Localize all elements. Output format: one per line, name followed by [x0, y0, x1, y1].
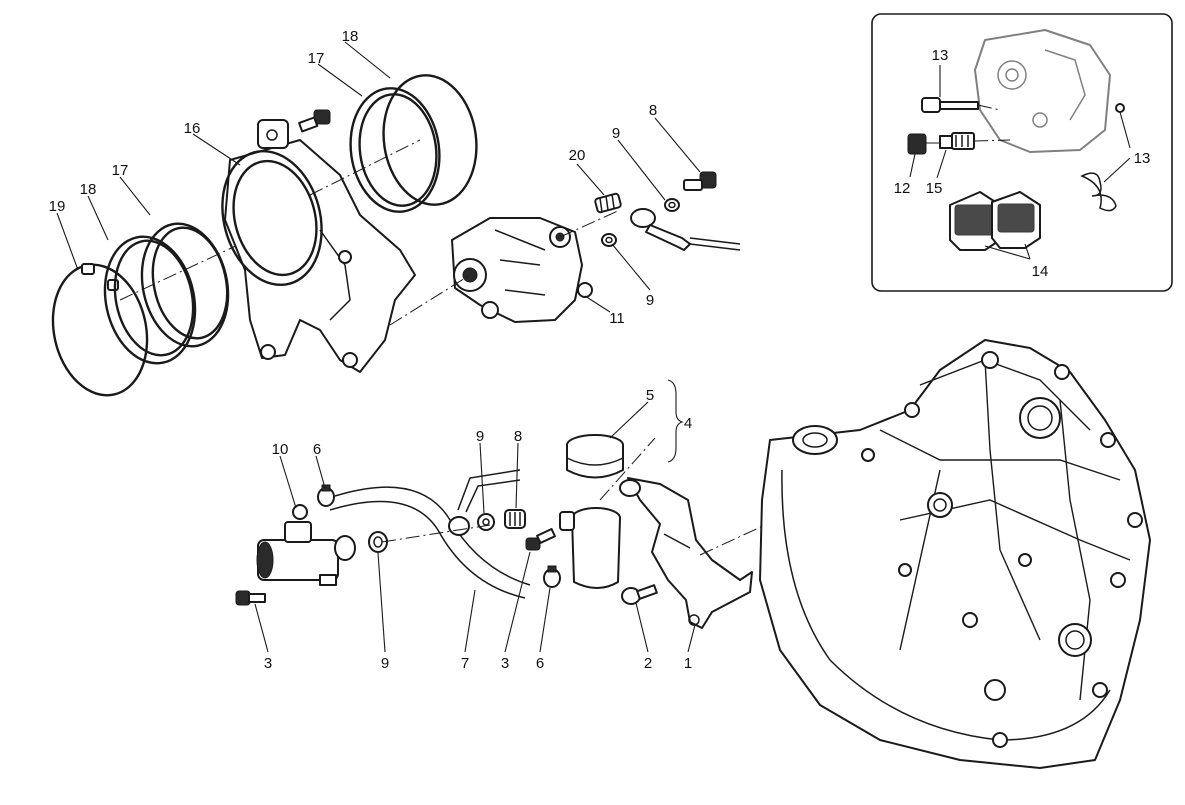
- callout-10: 10: [272, 441, 289, 458]
- callout-9-lower: 9: [476, 428, 484, 445]
- callout-12: 12: [894, 180, 911, 197]
- bolt-3-left: [235, 590, 266, 606]
- fitting-20: [594, 192, 622, 214]
- washer-9-lower-mid: [477, 513, 495, 531]
- inset-spring-clip: [1080, 172, 1117, 212]
- inset-clip-right: [1115, 103, 1125, 113]
- callout-6-bottom: 6: [536, 655, 544, 672]
- callout-9-top: 9: [612, 125, 620, 142]
- callout-13-top: 13: [932, 47, 949, 64]
- washer-9-lower: [601, 233, 617, 247]
- callout-3-left: 3: [264, 655, 272, 672]
- master-cylinder: [256, 504, 356, 586]
- inset-pads-14: [949, 191, 1041, 251]
- callout-7: 7: [461, 655, 469, 672]
- callout-9-mid: 9: [646, 292, 654, 309]
- inset-caliper-outline: [974, 29, 1111, 153]
- housing-16: [221, 119, 416, 373]
- seal-17-top: [349, 87, 441, 213]
- callout-18-left: 18: [80, 181, 97, 198]
- callout-18-top: 18: [342, 28, 359, 45]
- callout-19: 19: [49, 198, 66, 215]
- bracket-1: [619, 477, 753, 629]
- bolt-8-upper: [683, 171, 717, 191]
- bolt-8-lower: [504, 509, 526, 529]
- callout-8-top: 8: [649, 102, 657, 119]
- callout-17-left: 17: [112, 162, 129, 179]
- callout-6-top: 6: [313, 441, 321, 458]
- callout-9-bottom: 9: [381, 655, 389, 672]
- callout-5: 5: [646, 387, 654, 404]
- reservoir: [559, 507, 621, 589]
- callout-2: 2: [644, 655, 652, 672]
- callout-17-top: 17: [308, 50, 325, 67]
- callout-14: 14: [1032, 263, 1049, 280]
- detail-inset: 13 13 12 15 14: [871, 13, 1173, 292]
- callout-13-right: 13: [1134, 150, 1151, 167]
- screw-2: [621, 584, 658, 605]
- bolt-16: [298, 109, 331, 133]
- oring-18-left: [103, 235, 197, 365]
- clamp-6-right: [543, 565, 561, 588]
- circlip-19: [51, 263, 149, 397]
- oring-18-top: [382, 74, 478, 206]
- callout-16: 16: [184, 120, 201, 137]
- crankcase-cover: [759, 339, 1151, 769]
- bolt-3-mid: [525, 527, 556, 551]
- reservoir-cap-5: [566, 434, 624, 479]
- callout-15: 15: [926, 180, 943, 197]
- callout-3-mid: 3: [501, 655, 509, 672]
- inset-cap-12: [907, 133, 940, 155]
- callout-1: 1: [684, 655, 692, 672]
- clamp-6-left: [317, 484, 335, 507]
- inset-bleeder-15: [939, 132, 1011, 150]
- washer-9-upper: [664, 198, 680, 212]
- callout-8-lower: 8: [514, 428, 522, 445]
- inset-pin-13: [921, 97, 1001, 113]
- callout-20: 20: [569, 147, 586, 164]
- banjo-hose-upper: [630, 208, 741, 251]
- hose-7: [329, 486, 531, 599]
- callout-4: 4: [684, 415, 692, 432]
- seal-17-left: [140, 222, 230, 348]
- callout-11: 11: [609, 310, 625, 327]
- slave-cylinder: [451, 217, 593, 323]
